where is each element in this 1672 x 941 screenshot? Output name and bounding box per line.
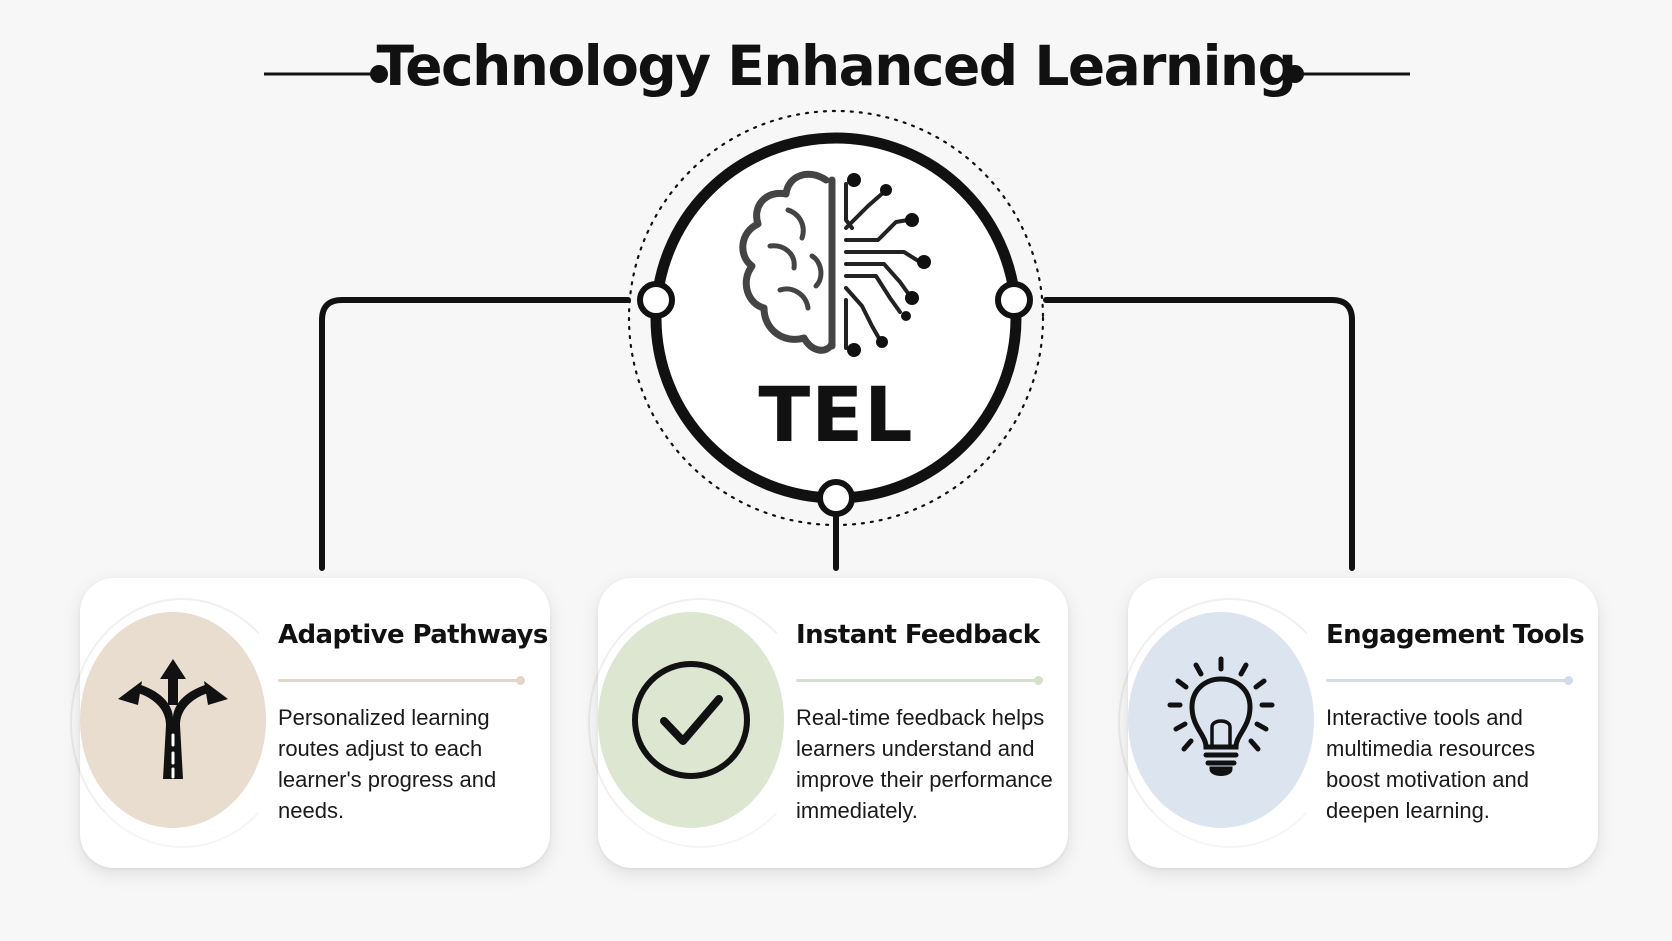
- branching-arrows-road-icon: [118, 659, 228, 779]
- card-instant-feedback: Instant Feedback Real-time feedback help…: [588, 578, 1068, 868]
- card-description: Personalized learning routes adjust to e…: [278, 705, 497, 823]
- left-connector: [319, 297, 631, 571]
- hub-node-bottom: [817, 479, 855, 517]
- hub-node-left: [637, 281, 675, 319]
- card-title: Instant Feedback: [796, 620, 1040, 650]
- card-decor-arc: [588, 598, 812, 848]
- card-description: Real-time feedback helps learners unders…: [796, 705, 1053, 823]
- hub-dotted-ring: [627, 109, 1045, 527]
- right-connector: [1043, 297, 1355, 571]
- hub-label: TEL: [758, 370, 914, 459]
- card-title: Adaptive Pathways: [278, 620, 548, 650]
- card-divider: [1326, 676, 1573, 685]
- title-right-dot: [1286, 65, 1304, 83]
- checkmark-circle-icon: [632, 661, 750, 779]
- title-left-dot: [370, 65, 388, 83]
- card-decor-arc: [1118, 598, 1342, 848]
- card-engagement-tools: Engagement Tools Interactive tools and m…: [1118, 578, 1598, 868]
- card-icon-circle: [1128, 612, 1314, 828]
- card-title: Engagement Tools: [1326, 620, 1585, 650]
- card-icon-circle: [598, 612, 784, 828]
- card-description: Interactive tools and multimedia resourc…: [1326, 705, 1536, 823]
- card-adaptive-pathways: Adaptive Pathways Personalized learning …: [70, 578, 550, 868]
- lightbulb-icon: [1167, 656, 1275, 776]
- hub-node-right: [995, 281, 1033, 319]
- card-divider: [278, 676, 525, 685]
- card-divider: [796, 676, 1043, 685]
- card-icon-circle: [80, 612, 266, 828]
- brain-circuit-icon: [739, 170, 931, 357]
- card-decor-arc: [70, 598, 294, 848]
- page-title: Technology Enhanced Learning: [376, 34, 1297, 98]
